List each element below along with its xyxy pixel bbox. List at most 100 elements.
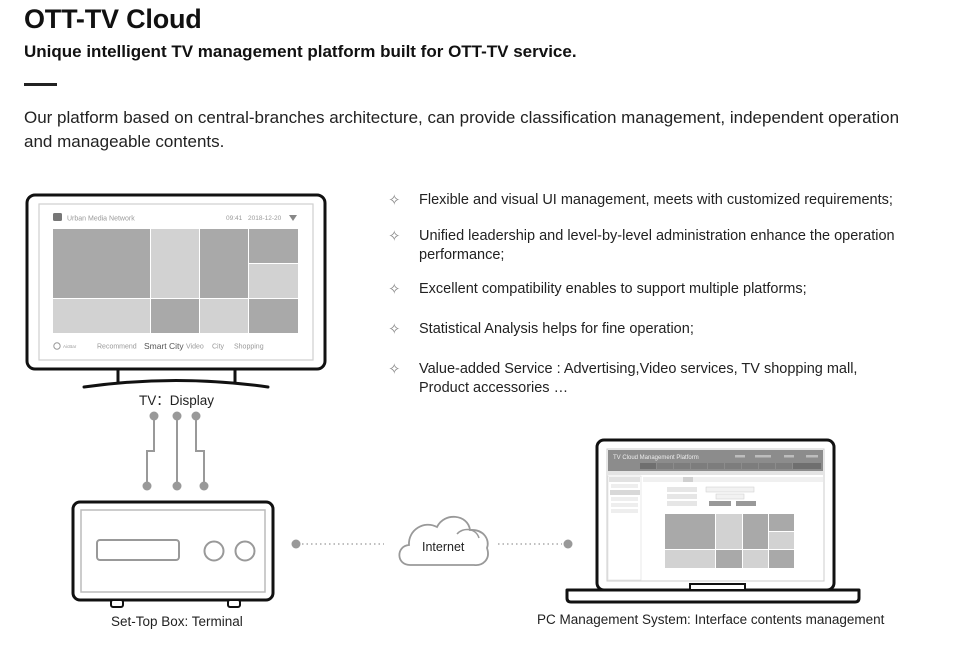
preview-tile[interactable] [743,550,768,568]
app-sidebar-items [609,477,640,513]
tv-date: 2018-12-20 [248,215,282,222]
tv-nav-item[interactable]: Video [186,344,204,351]
feature-text: Flexible and visual UI management, meets… [419,192,893,208]
app-sidebar-item[interactable] [611,509,638,513]
connector-dot [172,411,182,421]
stb-foot [110,599,124,608]
tv-time: 09:41 [226,215,243,222]
feature-text: Statistical Analysis helps for fine oper… [419,321,694,337]
laptop-base [565,588,861,604]
tv-nav-item[interactable]: City [212,344,225,351]
form-label [667,501,697,506]
form-label [667,487,697,492]
tv-tile [53,229,150,298]
connector-dot [149,411,159,421]
stb-face [80,509,266,593]
app-tab[interactable] [725,463,741,469]
form-button[interactable] [709,501,731,506]
app-form [667,486,756,506]
app-filter-chip-active[interactable] [683,477,693,482]
app-top-menu [735,455,818,458]
tv-corner-icon [53,342,61,350]
tv-nav-item[interactable]: Recommend [97,344,137,351]
app-tab[interactable] [742,463,758,469]
app-sidebar-item[interactable] [611,503,638,507]
page-subtitle: Unique intelligent TV management platfor… [24,42,577,61]
tv-nav-item-active[interactable]: Smart City [144,341,184,351]
tv-stand-base [82,379,270,389]
connector-dot [172,481,182,491]
feature-text: Unified leadership and level-by-level ad… [419,228,895,263]
preview-tile[interactable] [665,514,715,549]
four-point-star-icon: ✧ [388,321,401,338]
app-title: TV Cloud Management Platform [613,455,699,461]
app-layout-preview [665,514,794,568]
app-tab[interactable] [793,463,821,469]
app-tab[interactable] [640,463,656,469]
cloud-label: Internet [422,540,465,554]
app-tab[interactable] [759,463,775,469]
four-point-star-icon: ✧ [388,281,401,298]
tv-tile [249,229,298,263]
app-sidebar-item[interactable] [611,497,638,501]
title-divider [24,83,57,86]
stb-body [71,500,275,602]
cable-endpoints [142,411,209,491]
tv-nav-item[interactable]: Shopping [234,344,264,351]
tv-corner-label: AicBar [63,344,77,349]
stb-knob [203,540,225,562]
connector-dot [142,481,152,491]
preview-tile[interactable] [716,514,742,549]
set-top-box-illustration [71,500,275,608]
preview-tile[interactable] [769,514,794,531]
app-tab[interactable] [691,463,707,469]
app-tab[interactable] [657,463,673,469]
app-sidebar-item[interactable] [611,484,638,488]
preview-tile[interactable] [769,550,794,568]
stb-foot [227,599,241,608]
pc-caption: PC Management System: Interface contents… [537,612,885,627]
app-tab[interactable] [674,463,690,469]
app-tab[interactable] [708,463,724,469]
app-breadcrumb-bar [608,471,823,475]
app-tab[interactable] [776,463,792,469]
connector-dot [199,481,209,491]
form-input[interactable] [705,486,755,493]
tv-tile [151,229,199,298]
app-tab-bar [640,463,821,469]
form-input[interactable] [715,493,745,500]
app-sidebar-item[interactable] [609,477,640,482]
tv-brand-logo-icon [53,213,62,221]
preview-tile[interactable] [665,550,715,568]
tv-tile [249,299,298,333]
four-point-star-icon: ✧ [388,228,401,245]
tv-illustration: Urban Media Network 09:41 2018-12-20 Aic… [25,193,327,389]
form-label [667,494,697,499]
tv-tile [53,299,150,333]
tv-tile [151,299,199,333]
stb-knob [234,540,256,562]
stb-caption: Set-Top Box: Terminal [111,614,243,629]
connector-dot [563,539,573,549]
feature-text: Value-added Service : Advertising,Video … [419,361,858,396]
preview-tile[interactable] [769,532,794,549]
app-sidebar-item-active[interactable] [610,490,640,495]
wifi-icon [289,215,297,221]
four-point-star-icon: ✧ [388,361,401,378]
stb-display-panel [96,539,180,561]
laptop-hinge [689,583,746,591]
page-title: OTT-TV Cloud [24,4,202,34]
form-button[interactable] [736,501,756,506]
tv-caption: TV：Display [139,393,215,408]
intro-paragraph: Our platform based on central-branches a… [24,108,900,151]
preview-tile[interactable] [743,514,768,549]
connector-dot [191,411,201,421]
app-content-toolbar [643,477,823,482]
preview-tile[interactable] [716,550,742,568]
four-point-star-icon: ✧ [388,192,401,209]
tv-tile [200,229,248,298]
cloud-inner-curve [456,528,480,539]
tv-tile [200,299,248,333]
laptop-illustration: TV Cloud Management Platform [565,438,861,604]
